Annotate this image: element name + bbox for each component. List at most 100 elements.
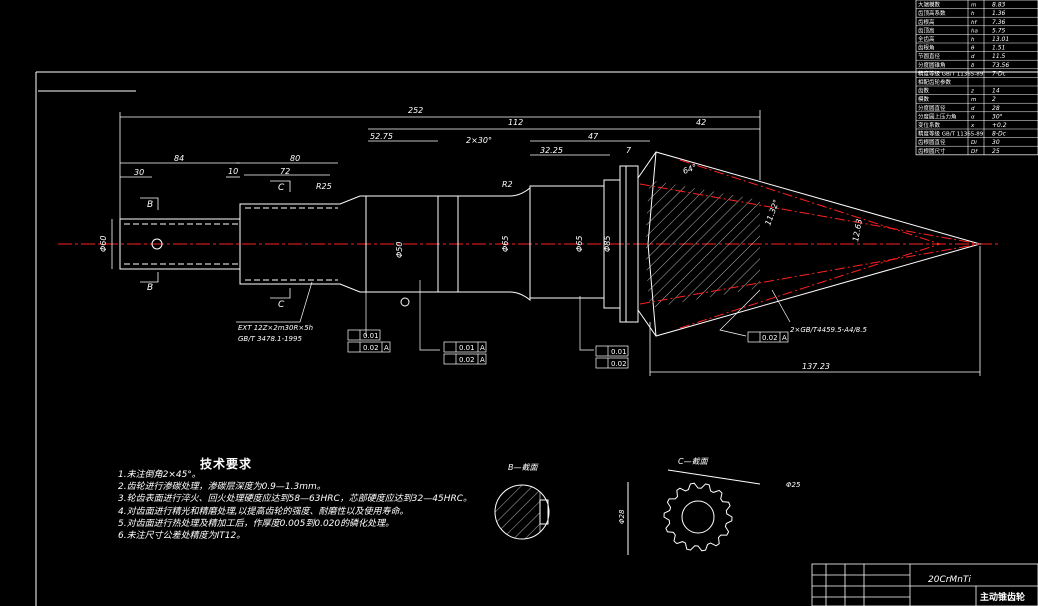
param-symbol: hf <box>971 20 977 26</box>
title-material: 20CrMnTi <box>928 575 971 585</box>
param-symbol: ha <box>971 28 978 34</box>
drawing-frame <box>35 71 1038 606</box>
param-symbol: Df <box>971 149 978 155</box>
param-label: 齿根圆尺寸 <box>918 147 946 155</box>
thread-note: 2×GB/T4459.5-A4/8.5 <box>790 326 867 334</box>
param-label: 齿数 <box>918 87 930 95</box>
param-value: 13.01 <box>992 36 1009 43</box>
tol-c1: 0.01 <box>611 348 627 356</box>
param-value: 7-Dc <box>992 70 1007 77</box>
tech-requirement-item: 6.未注尺寸公差处精度为IT12。 <box>118 531 246 542</box>
param-value: 8-Dc <box>992 131 1007 138</box>
dim-phi-d: Φ85 <box>603 236 612 252</box>
datum-circle <box>400 297 410 307</box>
dim-2x30: 2×30° <box>466 136 492 145</box>
param-value: 7.36 <box>992 19 1006 26</box>
param-symbol: x <box>970 123 975 129</box>
tol-a-datum: A <box>384 344 389 352</box>
pitch-cone-lines <box>639 159 981 329</box>
tol-c2: 0.02 <box>611 360 627 368</box>
param-value: 11.5 <box>992 53 1006 60</box>
param-value: 28 <box>992 105 1000 112</box>
param-label: 相配齿轮参数 <box>918 78 952 86</box>
dim-phi-b: Φ65 <box>501 236 510 252</box>
param-label: 齿根角 <box>918 44 935 52</box>
tol-d-datum: A <box>782 334 787 342</box>
section-c-bottom: C <box>278 300 285 310</box>
param-value: 8.83 <box>992 2 1006 9</box>
spline-note-2: GB/T 3478.1-1995 <box>238 335 302 343</box>
dim-phi60: Φ60 <box>99 236 108 252</box>
title-part-name: 主动锥齿轮 <box>980 591 1025 603</box>
section-c-view <box>627 469 761 555</box>
dimension-lines <box>111 110 981 376</box>
tol-b2-datum: A <box>480 356 485 364</box>
tech-requirement-item: 2.齿轮进行渗碳处理，渗碳层深度为0.9—1.3mm。 <box>118 482 326 493</box>
param-symbol: d <box>971 54 975 60</box>
param-value: 30 <box>992 139 1000 146</box>
section-b-top: B <box>147 200 153 210</box>
section-b-title: B—截面 <box>508 463 539 472</box>
title-block <box>811 563 1038 606</box>
dim-112: 112 <box>508 118 523 127</box>
tolerance-frames <box>347 329 789 369</box>
spline-note-1: EXT 12Z×2m30R×5h <box>238 324 313 332</box>
param-value: 1.36 <box>992 10 1006 17</box>
dim-r2: R2 <box>502 180 513 189</box>
param-symbol: Di <box>971 140 977 146</box>
param-label: 节圆直径 <box>918 52 941 60</box>
tol-b1: 0.01 <box>459 344 475 352</box>
gear-hatching <box>646 180 760 308</box>
param-value: 2 <box>992 96 996 103</box>
dim-80: 80 <box>290 154 300 163</box>
dim-angle-11: 11.32° <box>763 198 781 226</box>
param-symbol: δ <box>971 63 975 69</box>
param-symbol: z <box>970 89 974 95</box>
param-label: 精度等级 GB/T 11365-89 <box>918 69 984 77</box>
param-symbol: θ <box>971 46 975 52</box>
param-symbol: α <box>971 114 975 120</box>
dim-137: 137.23 <box>802 362 830 371</box>
dim-42: 42 <box>696 118 706 127</box>
param-symbol: h <box>971 37 975 43</box>
param-value: +0.2 <box>992 122 1007 129</box>
tech-requirements-list: 1.未注倒角2×45°。2.齿轮进行渗碳处理，渗碳层深度为0.9—1.3mm。3… <box>118 469 508 542</box>
section-b-bottom: B <box>147 283 153 293</box>
dim-72: 72 <box>280 167 290 176</box>
param-symbol: m <box>971 97 976 103</box>
tol-a2: 0.02 <box>363 344 379 352</box>
dim-phi-a: Φ50 <box>395 242 404 258</box>
param-label: 分度圆上压力角 <box>918 112 957 120</box>
param-label: 齿顶高系数 <box>918 9 946 17</box>
tol-a1: 0.01 <box>363 332 379 340</box>
tech-requirement-item: 5.对齿面进行热处理及精加工后，作厚度0.005到0.020的磷化处理。 <box>118 518 395 529</box>
dim-12-63: 12.63 <box>851 218 864 242</box>
dim-52-75: 52.75 <box>370 132 393 141</box>
param-label: 齿顶高 <box>918 26 935 34</box>
param-value: 14 <box>992 88 1000 95</box>
dim-r25: R25 <box>316 182 332 191</box>
param-value: 25 <box>992 148 1000 155</box>
section-c-title: C—截面 <box>678 457 710 466</box>
param-label: 全齿高 <box>918 35 935 43</box>
param-value: 5.75 <box>992 27 1006 34</box>
tol-b2: 0.02 <box>459 356 475 364</box>
param-symbol: d <box>971 106 975 112</box>
dim-7: 7 <box>626 146 632 155</box>
param-label: 齿根圆直径 <box>918 138 946 146</box>
dim-overall: 252 <box>408 106 423 115</box>
section-c-phi25: Φ25 <box>786 481 801 489</box>
dim-10: 10 <box>228 167 238 176</box>
param-symbol: m <box>971 3 976 9</box>
dim-30: 30 <box>134 168 144 177</box>
tech-requirement-item: 1.未注倒角2×45°。 <box>118 470 201 480</box>
param-label: 精度等级 GB/T 11365-89 <box>918 130 984 138</box>
dim-47: 47 <box>588 132 599 141</box>
param-label: 分度圆锥角 <box>918 61 946 69</box>
param-label: 齿根高 <box>918 18 935 26</box>
dim-angle-64: 64° <box>682 163 698 176</box>
tech-requirement-item: 4.对齿面进行精光和精磨处理,以提高齿轮的强度、耐磨性以及使用寿命。 <box>118 506 409 517</box>
section-c-top: C <box>278 183 285 193</box>
